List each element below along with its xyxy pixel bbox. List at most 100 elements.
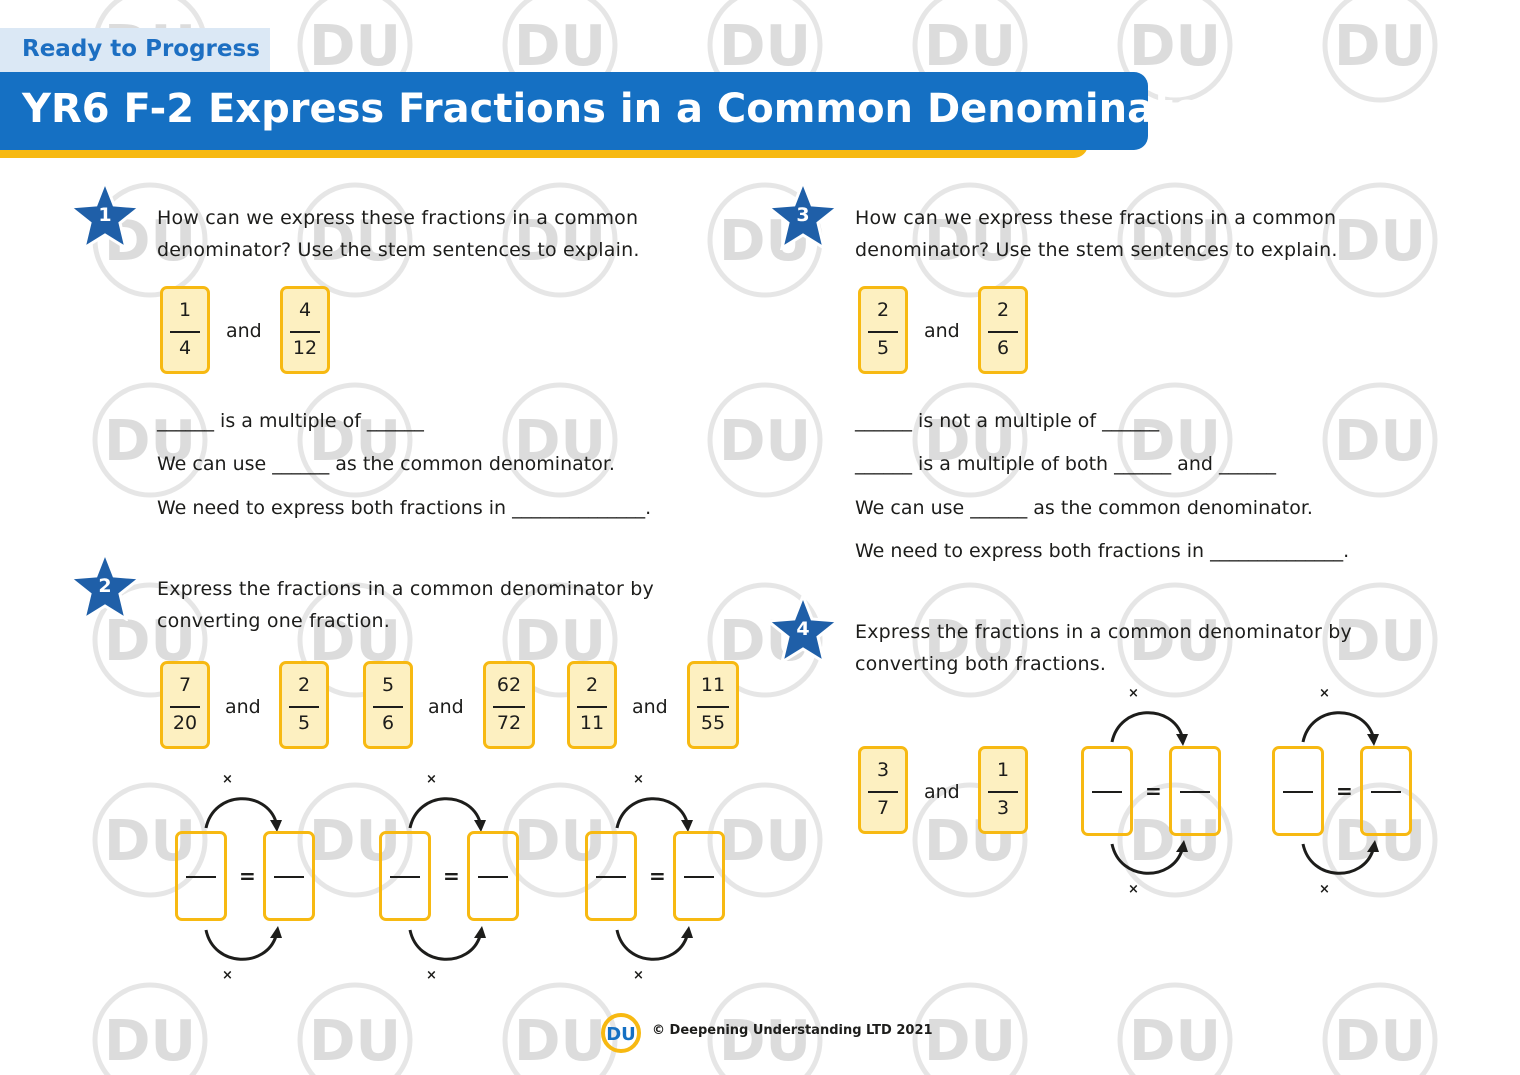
curved-arrow-icon	[615, 926, 693, 961]
q3-prompt-line2: denominator? Use the stem sentences to e…	[855, 239, 1338, 261]
times-label: ×	[1319, 686, 1330, 701]
numerator: 1	[178, 299, 192, 321]
question-number-1: 1	[98, 204, 112, 226]
watermark-logo	[710, 385, 820, 495]
watermark-logo	[1325, 985, 1435, 1075]
watermark-logo	[95, 985, 205, 1075]
equals-sign: =	[1336, 779, 1353, 803]
curved-arrow-icon	[1110, 711, 1188, 746]
numerator: 2	[585, 674, 599, 696]
star-icon-q4	[766, 594, 840, 664]
times-label: ×	[1128, 882, 1139, 897]
answer-box[interactable]	[673, 831, 725, 921]
denominator: 3	[996, 797, 1010, 819]
copyright-footer: © Deepening Understanding LTD 2021	[652, 1023, 933, 1038]
answer-box[interactable]	[263, 831, 315, 921]
fraction-card: 7 20	[160, 661, 210, 749]
answer-box[interactable]	[1169, 746, 1221, 836]
numerator: 7	[178, 674, 192, 696]
watermark-logo	[95, 385, 205, 495]
denominator: 72	[496, 712, 522, 734]
title-banner: YR6 F-2 Express Fractions in a Common De…	[0, 72, 1220, 150]
denominator: 5	[297, 712, 311, 734]
times-label: ×	[426, 772, 437, 787]
times-label: ×	[426, 968, 437, 983]
denominator: 12	[292, 337, 318, 359]
watermark-logo	[1120, 385, 1230, 495]
and-label: and	[225, 696, 261, 718]
q3-stem-sentence-2: ______ is a multiple of both ______ and …	[855, 453, 1276, 475]
fraction-card: 2 5	[279, 661, 329, 749]
q2-prompt-line1: Express the fractions in a common denomi…	[157, 578, 654, 600]
denominator: 4	[178, 337, 192, 359]
denominator: 7	[876, 797, 890, 819]
answer-box[interactable]	[379, 831, 431, 921]
q4-prompt: Express the fractions in a common denomi…	[855, 616, 1352, 680]
fraction-card: 4 12	[280, 286, 330, 374]
times-label: ×	[1128, 686, 1139, 701]
question-number-3: 3	[796, 204, 810, 226]
numerator: 11	[700, 674, 726, 696]
equals-sign: =	[239, 864, 256, 888]
q2-prompt: Express the fractions in a common denomi…	[157, 573, 654, 637]
watermark-logo	[1325, 0, 1435, 100]
fraction-card: 2 5	[858, 286, 908, 374]
numerator: 2	[297, 674, 311, 696]
denominator: 5	[876, 337, 890, 359]
q1-prompt-line2: denominator? Use the stem sentences to e…	[157, 239, 640, 261]
denominator: 20	[172, 712, 198, 734]
tag-label: Ready to Progress	[22, 36, 260, 62]
times-label: ×	[1319, 882, 1330, 897]
answer-box[interactable]	[467, 831, 519, 921]
fraction-card: 5 6	[363, 661, 413, 749]
q3-prompt-line1: How can we express these fractions in a …	[855, 207, 1337, 229]
curved-arrow-icon	[1301, 711, 1379, 746]
q3-stem-sentence-1: ______ is not a multiple of ______	[855, 410, 1160, 432]
fraction-card: 2 11	[567, 661, 617, 749]
fraction-card: 1 4	[160, 286, 210, 374]
q3-prompt: How can we express these fractions in a …	[855, 202, 1338, 266]
answer-box[interactable]	[175, 831, 227, 921]
q4-prompt-line2: converting both fractions.	[855, 653, 1107, 675]
curved-arrow-icon	[615, 797, 693, 832]
page-title: YR6 F-2 Express Fractions in a Common De…	[22, 86, 1221, 132]
curved-arrow-icon	[204, 926, 282, 961]
answer-box[interactable]	[1360, 746, 1412, 836]
times-label: ×	[222, 968, 233, 983]
fraction-card: 11 55	[687, 661, 739, 749]
q2-prompt-line2: converting one fraction.	[157, 610, 390, 632]
equals-sign: =	[1145, 779, 1162, 803]
numerator: 2	[876, 299, 890, 321]
watermark-logo	[1120, 985, 1230, 1075]
watermark-logo	[710, 785, 820, 895]
star-icon-q2	[68, 551, 142, 621]
q1-stem-sentence-2: We can use ______ as the common denomina…	[157, 453, 615, 475]
and-label: and	[428, 696, 464, 718]
watermark-logo	[300, 385, 410, 495]
denominator: 11	[579, 712, 605, 734]
curved-arrow-icon	[408, 797, 486, 832]
watermark-logo	[505, 985, 615, 1075]
and-label: and	[632, 696, 668, 718]
q1-prompt-line1: How can we express these fractions in a …	[157, 207, 639, 229]
watermark-logo	[300, 985, 410, 1075]
curved-arrow-icon	[1301, 840, 1379, 875]
q1-stem-sentence-1: ______ is a multiple of ______	[157, 410, 424, 432]
svg-text:DU: DU	[606, 1024, 636, 1045]
answer-box[interactable]	[1081, 746, 1133, 836]
curved-arrow-icon	[408, 926, 486, 961]
du-logo-icon: DU	[601, 1013, 641, 1053]
answer-box[interactable]	[585, 831, 637, 921]
and-label: and	[924, 781, 960, 803]
and-label: and	[226, 320, 262, 342]
fraction-card: 62 72	[483, 661, 535, 749]
numerator: 1	[996, 759, 1010, 781]
answer-box[interactable]	[1272, 746, 1324, 836]
ready-to-progress-tag: Ready to Progress	[0, 28, 270, 72]
q3-stem-sentence-3: We can use ______ as the common denomina…	[855, 497, 1313, 519]
watermark-logo	[915, 385, 1025, 495]
star-icon-q1	[68, 180, 142, 250]
times-label: ×	[633, 968, 644, 983]
equals-sign: =	[443, 864, 460, 888]
